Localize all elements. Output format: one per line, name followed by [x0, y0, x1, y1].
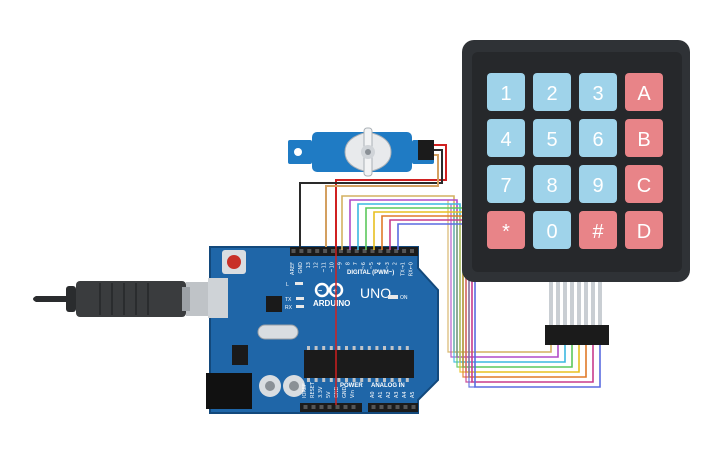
power-pin-label: 3.3V [318, 386, 324, 398]
keypad-key-1[interactable]: 1 [487, 73, 525, 111]
arduino-uno-board: − + ARDUINO UNO DIGITAL (PWM~) POWER ANA… [206, 246, 439, 414]
power-pin-label: GND [342, 386, 348, 398]
keypad-key-4[interactable]: 4 [487, 119, 525, 157]
keypad-key-label: A [637, 83, 651, 105]
keypad-key-3[interactable]: 3 [579, 73, 617, 111]
reset-button-icon[interactable] [222, 250, 246, 274]
analog-pin-label: A5 [410, 391, 416, 398]
keypad-key-label: 8 [546, 175, 557, 197]
keypad-key-9[interactable]: 9 [579, 165, 617, 203]
digital-pin-label: TX→1 [401, 262, 407, 277]
svg-text:−: − [318, 288, 322, 295]
power-pin-label: GND [334, 386, 340, 398]
keypad-key-label: 6 [592, 129, 603, 151]
digital-pin-label: 2 [393, 262, 399, 265]
led-tx-label: TX [285, 297, 292, 303]
analog-pin-label: A4 [402, 391, 408, 398]
digital-pin-label: 7 [353, 262, 359, 265]
keypad-key-label: * [502, 221, 510, 243]
analog-header-label: ANALOG IN [371, 383, 405, 389]
keypad-key-label: 0 [546, 221, 557, 243]
led-on-label: ON [400, 295, 408, 301]
keypad-4x4: 1 2 3 A 4 5 6 B 7 8 9 C * 0 # D [462, 40, 690, 345]
keypad-key-2[interactable]: 2 [533, 73, 571, 111]
board-brand: ARDUINO [313, 299, 350, 308]
keypad-key-label: 9 [592, 175, 603, 197]
analog-pin-label: A0 [370, 391, 376, 398]
digital-pin-label: 4 [377, 262, 383, 265]
power-pin-label: RESET [310, 381, 316, 398]
digital-pin-label: 12 [314, 262, 320, 268]
led-l-label: L [286, 282, 289, 288]
digital-pin-label: ~5 [369, 262, 375, 269]
keypad-key-label: D [637, 221, 651, 243]
keypad-key-label: # [592, 221, 604, 243]
keypad-key-hash[interactable]: # [579, 211, 617, 249]
analog-pin-label: A2 [386, 391, 392, 398]
keypad-key-B[interactable]: B [625, 119, 663, 157]
digital-pin-label: ~11 [322, 262, 328, 273]
keypad-wire [389, 219, 594, 383]
keypad-key-5[interactable]: 5 [533, 119, 571, 157]
digital-pin-label: ~6 [361, 262, 367, 269]
svg-text:+: + [333, 288, 337, 295]
digital-pin-label: 8 [345, 262, 351, 265]
keypad-key-label: 3 [592, 83, 603, 105]
keypad-key-label: 5 [546, 129, 557, 151]
power-pin-label: Vin [350, 390, 356, 398]
servo-wires [299, 144, 447, 405]
keypad-key-7[interactable]: 7 [487, 165, 525, 203]
analog-pin-label: A1 [378, 391, 384, 398]
keypad-key-6[interactable]: 6 [579, 119, 617, 157]
microcontroller-chip-icon [304, 346, 414, 382]
power-header-label: POWER [340, 383, 363, 389]
keypad-key-0[interactable]: 0 [533, 211, 571, 249]
digital-header-label: DIGITAL (PWM~) [347, 270, 394, 276]
digital-pin-label: GND [298, 262, 304, 274]
digital-pin-label: ~9 [337, 262, 343, 269]
digital-pin-label: ~3 [385, 262, 391, 269]
keypad-key-A[interactable]: A [625, 73, 663, 111]
keypad-key-star[interactable]: * [487, 211, 525, 249]
keypad-key-label: 4 [500, 129, 511, 151]
power-pin-label: 5V [326, 391, 332, 398]
analog-pin-label: A3 [394, 391, 400, 398]
board-model: UNO [360, 285, 391, 301]
digital-pin-label: 13 [306, 262, 312, 268]
keypad-key-label: 1 [500, 83, 511, 105]
keypad-key-label: 2 [546, 83, 557, 105]
led-rx-label: RX [285, 305, 293, 311]
keypad-key-label: B [637, 129, 650, 151]
keypad-key-label: C [637, 175, 651, 197]
digital-pin-label: ~10 [330, 262, 336, 273]
digital-pin-label: AREF [290, 262, 296, 275]
keypad-key-C[interactable]: C [625, 165, 663, 203]
keypad-key-D[interactable]: D [625, 211, 663, 249]
keypad-wires [341, 195, 601, 388]
servo-motor-icon [288, 127, 434, 177]
usb-plug-icon [33, 281, 220, 317]
keypad-key-8[interactable]: 8 [533, 165, 571, 203]
digital-pin-label: RX←0 [409, 262, 415, 276]
power-pin-label: IOREF [302, 383, 308, 398]
keypad-wire [397, 223, 601, 388]
keypad-key-label: 7 [500, 175, 511, 197]
